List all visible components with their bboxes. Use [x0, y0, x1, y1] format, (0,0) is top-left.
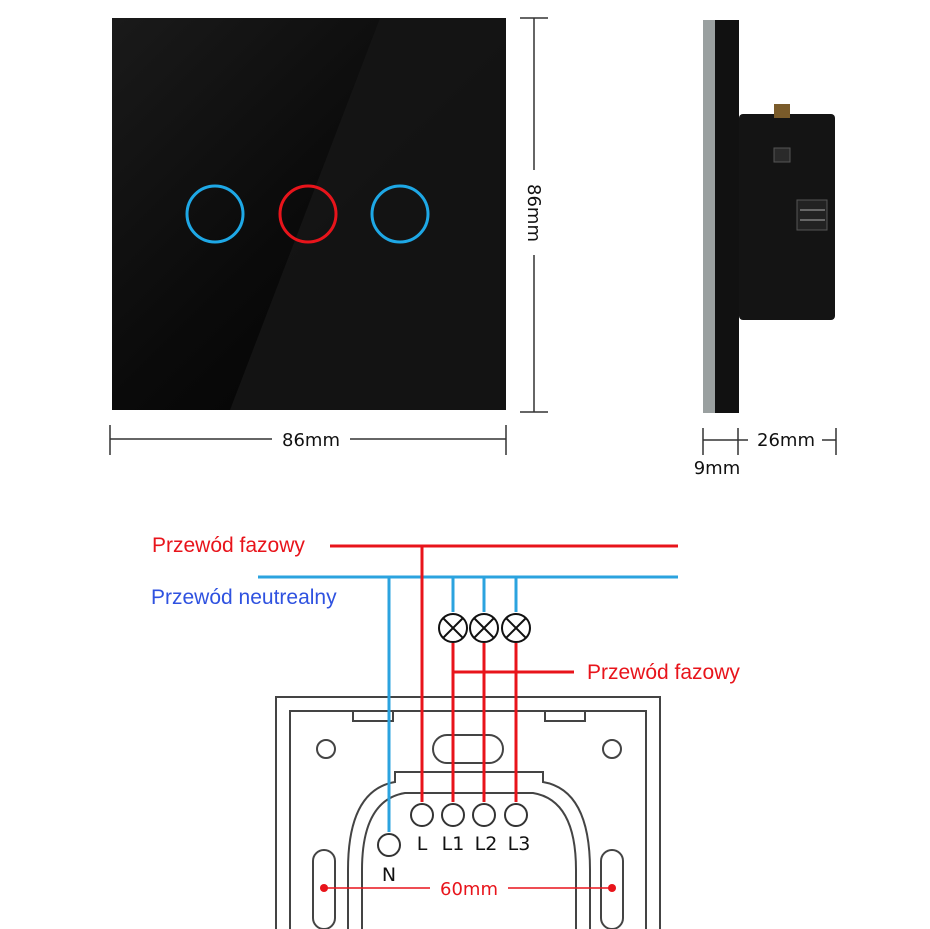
terminal-l2 [472, 803, 496, 827]
phase-right-label: Przewód fazowy [587, 661, 740, 684]
terminal-label-l: L [417, 833, 428, 855]
touch-button-3 [370, 184, 430, 244]
phase-top-label: Przewód fazowy [152, 534, 305, 557]
side-body [739, 114, 835, 320]
side-frame [715, 20, 739, 413]
wiring-diagram: 60mm [151, 534, 740, 929]
terminal-l [410, 803, 434, 827]
neutral-wire [258, 575, 678, 832]
touch-button-1 [185, 184, 245, 244]
side-view: 26mm 9mm [694, 20, 837, 479]
terminal-label-n: N [382, 864, 396, 886]
glass-reflection [230, 18, 506, 410]
terminal-label-l3: L3 [508, 833, 531, 855]
width-dimension: 86mm [109, 425, 507, 455]
lamp-3 [501, 613, 531, 643]
center-slot [432, 734, 504, 764]
lamps [438, 613, 531, 643]
terminal-label-l1: L1 [442, 833, 465, 855]
side-glass-plate [703, 20, 715, 413]
plate-label: 9mm [694, 458, 741, 479]
back-box [275, 696, 661, 929]
terminals [377, 803, 528, 857]
phase-wires [330, 544, 678, 802]
terminal-l3 [504, 803, 528, 827]
width-label: 86mm [282, 430, 340, 451]
neutral-label: Przewód neutrealny [151, 586, 337, 609]
depth-dimension: 26mm 9mm [694, 428, 837, 479]
mount-spacing-label: 60mm [440, 879, 498, 900]
mount-spacing: 60mm [320, 879, 616, 900]
terminal-l1 [441, 803, 465, 827]
terminal-n [377, 833, 401, 857]
mount-slot-right [600, 849, 624, 929]
corner-hole-left [316, 739, 336, 759]
side-slot-2 [796, 199, 828, 231]
terminal-label-l2: L2 [475, 833, 498, 855]
mount-slot-left [312, 849, 336, 929]
lamp-1 [438, 613, 468, 643]
height-label: 86mm [523, 184, 544, 242]
front-view: 86mm 86mm [109, 17, 548, 455]
corner-hole-right [602, 739, 622, 759]
side-screw [774, 104, 790, 118]
side-slot-1 [773, 147, 791, 163]
depth-label: 26mm [757, 430, 815, 451]
touch-button-2 [278, 184, 338, 244]
lamp-2 [469, 613, 499, 643]
height-dimension: 86mm [520, 17, 548, 413]
